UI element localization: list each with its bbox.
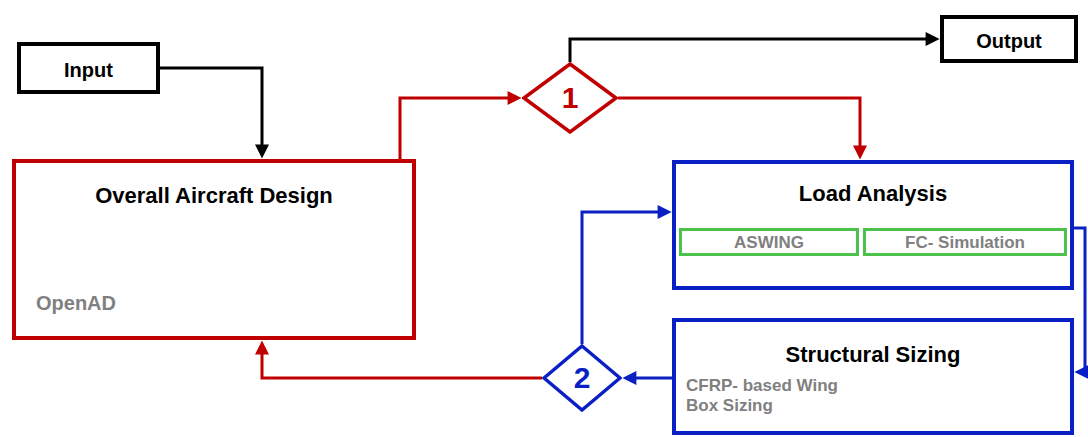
flow-arrow: [628, 377, 672, 380]
callout-number: 1: [562, 80, 579, 116]
diamond-shape: [524, 64, 616, 132]
output-box: Output: [940, 15, 1078, 63]
process-box: Overall Aircraft DesignOpenAD: [12, 159, 416, 340]
flow-arrow: [1074, 228, 1085, 372]
callout-number: 2: [574, 360, 591, 396]
box-title: Structural Sizing: [786, 342, 961, 368]
input-box: Input: [17, 42, 160, 94]
tool-box: FC- Simulation: [863, 228, 1067, 256]
tool-name: OpenAD: [36, 291, 116, 315]
process-box: Load AnalysisASWING FC- Simulation: [672, 160, 1074, 290]
flow-arrow: [160, 68, 262, 153]
decision-diamond: 1: [522, 62, 618, 134]
tool-name: FC- Simulation: [905, 233, 1025, 253]
tool-box: ASWING: [679, 228, 859, 256]
tool-name: ASWING: [734, 233, 804, 253]
box-title: Input: [64, 58, 113, 82]
flow-arrow: [618, 98, 860, 154]
tool-description: CFRP- based Wing Box Sizing: [686, 376, 846, 417]
box-title: Load Analysis: [799, 181, 947, 207]
flow-arrow: [582, 212, 666, 344]
flow-arrow: [262, 346, 542, 378]
decision-diamond: 2: [542, 344, 622, 412]
process-box: Structural SizingCFRP- based Wing Box Si…: [672, 318, 1074, 435]
box-title: Overall Aircraft Design: [95, 183, 333, 209]
flow-arrow: [570, 39, 934, 62]
diamond-shape: [544, 346, 620, 410]
box-title: Output: [976, 29, 1042, 53]
flow-arrow: [400, 98, 516, 159]
